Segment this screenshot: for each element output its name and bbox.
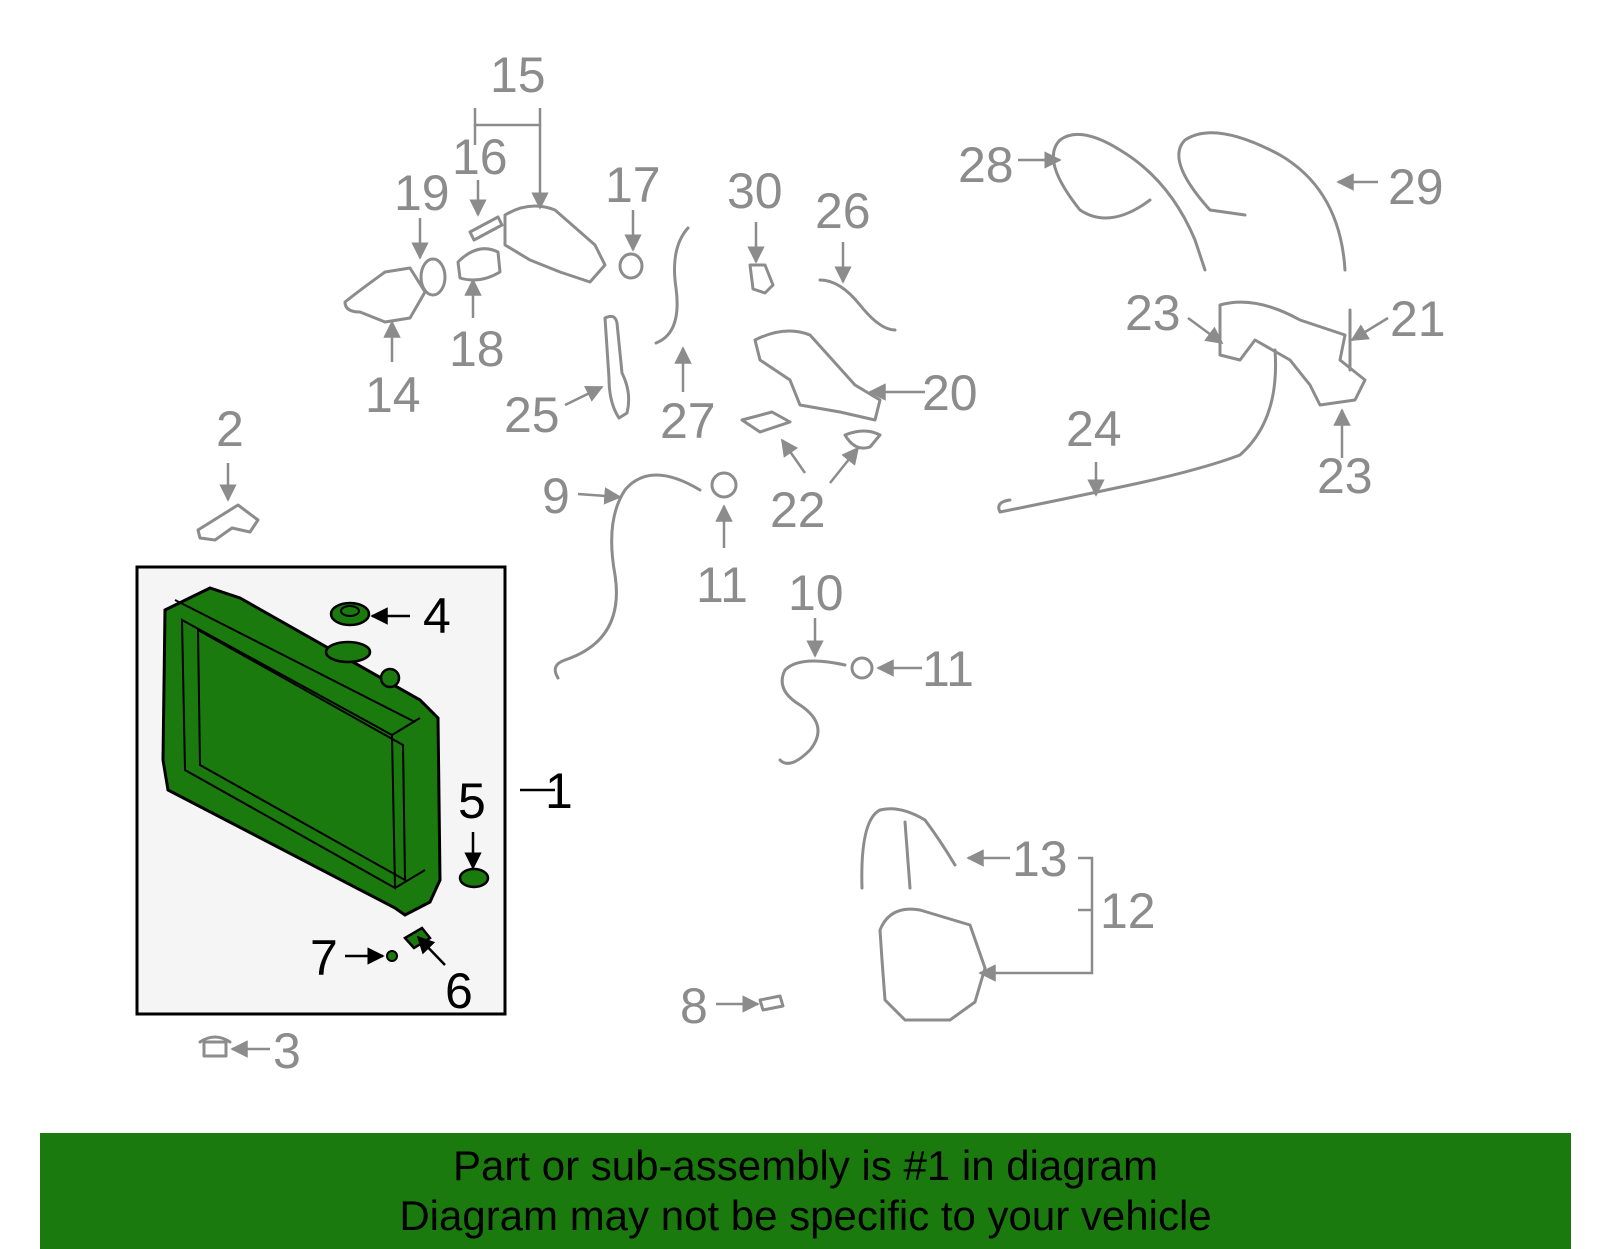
- callout-30: 30: [727, 163, 783, 219]
- callout-23-right: 23: [1317, 448, 1373, 504]
- callout-22: 22: [770, 482, 826, 538]
- hose-27-part[interactable]: [654, 226, 690, 345]
- bolt-8-part[interactable]: [758, 994, 785, 1012]
- callout-11-upper: 11: [696, 557, 748, 613]
- callout-11-lower: 11: [922, 641, 974, 697]
- callout-16: 16: [452, 129, 508, 185]
- callout-24: 24: [1066, 401, 1122, 457]
- radiator-cap-part[interactable]: [329, 601, 371, 627]
- callout-26: 26: [815, 183, 871, 239]
- gasket-17-part[interactable]: [618, 252, 644, 280]
- callout-21: 21: [1390, 291, 1446, 347]
- hose-10-part[interactable]: [778, 659, 847, 765]
- pipe-24-part[interactable]: [997, 348, 1278, 514]
- pipe-21-part[interactable]: [1218, 300, 1367, 407]
- callout-5: 5: [458, 773, 486, 829]
- callout-28: 28: [958, 137, 1014, 193]
- bracket-part[interactable]: [196, 503, 260, 542]
- callout-10: 10: [788, 565, 844, 621]
- clamp-11a-part[interactable]: [710, 471, 738, 499]
- banner-line-2: Diagram may not be specific to your vehi…: [399, 1192, 1212, 1239]
- callout-14: 14: [365, 367, 421, 423]
- clamp-11b-part[interactable]: [850, 656, 874, 680]
- thermostat-part[interactable]: [456, 247, 502, 282]
- callout-25: 25: [504, 387, 560, 443]
- callout-19: 19: [394, 165, 450, 221]
- hose-28-part[interactable]: [1051, 132, 1207, 272]
- callout-17: 17: [605, 157, 661, 213]
- hose-25-part[interactable]: [603, 314, 631, 420]
- gasket-22b-part[interactable]: [843, 429, 882, 450]
- callout-12: 12: [1100, 883, 1156, 939]
- callout-2: 2: [216, 401, 244, 457]
- gasket-22a-part[interactable]: [740, 410, 792, 434]
- hose-13-part[interactable]: [860, 807, 957, 890]
- callout-3: 3: [273, 1023, 301, 1079]
- water-inlet-part[interactable]: [343, 266, 427, 324]
- callout-8: 8: [680, 978, 708, 1034]
- hose-29-part[interactable]: [1177, 131, 1347, 272]
- drain-cock-part[interactable]: [458, 867, 490, 889]
- callout-18: 18: [449, 321, 505, 377]
- banner-line-1: Part or sub-assembly is #1 in diagram: [453, 1142, 1158, 1189]
- callout-29: 29: [1388, 159, 1444, 215]
- o-ring-part[interactable]: [386, 950, 398, 962]
- callout-1: 1: [545, 763, 573, 819]
- callout-27: 27: [660, 393, 716, 449]
- cushion-part[interactable]: [198, 1035, 232, 1058]
- radiator-part[interactable]: [161, 586, 442, 917]
- water-outlet-20-part[interactable]: [753, 329, 882, 422]
- callout-6: 6: [445, 963, 473, 1019]
- callout-4: 4: [423, 588, 451, 644]
- callout-20: 20: [922, 365, 978, 421]
- bolt-16-part[interactable]: [468, 215, 504, 242]
- reservoir-12-part[interactable]: [878, 907, 987, 1022]
- info-banner: Part or sub-assembly is #1 in diagram Di…: [40, 1133, 1571, 1249]
- callout-9: 9: [542, 468, 570, 524]
- callout-15: 15: [490, 47, 546, 103]
- gasket-19-part[interactable]: [419, 257, 447, 297]
- sensor-30-part[interactable]: [748, 263, 775, 295]
- callout-7: 7: [310, 930, 338, 986]
- hose-9-part[interactable]: [553, 473, 702, 680]
- callout-23-left: 23: [1125, 285, 1181, 341]
- callout-13: 13: [1012, 831, 1068, 887]
- housing-15-part[interactable]: [503, 204, 607, 284]
- hose-26-part[interactable]: [818, 278, 897, 332]
